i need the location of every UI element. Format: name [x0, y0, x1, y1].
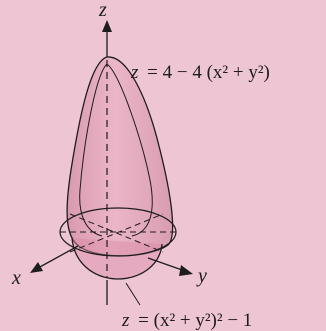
lower-equation-leader	[125, 282, 141, 306]
inner-surface-outline-right	[106, 63, 153, 237]
y-axis	[147, 257, 186, 272]
y-axis-label: y	[196, 265, 207, 287]
y-axis-arrowhead	[179, 265, 193, 276]
x-axis-label: x	[11, 267, 21, 289]
z-axis-label: z	[98, 0, 107, 21]
x-axis	[37, 245, 79, 269]
upper-surface	[66, 56, 174, 257]
lower-surface-equation: z = (x² + y²)² − 1	[121, 310, 252, 331]
z-axis-arrowhead	[102, 20, 112, 32]
x-axis-arrowhead	[30, 262, 43, 273]
upper-surface-equation: z = 4 − 4 (x² + y²)	[130, 62, 270, 83]
inner-surface-outline	[79, 63, 108, 237]
hidden-diagonal-2	[69, 213, 164, 253]
